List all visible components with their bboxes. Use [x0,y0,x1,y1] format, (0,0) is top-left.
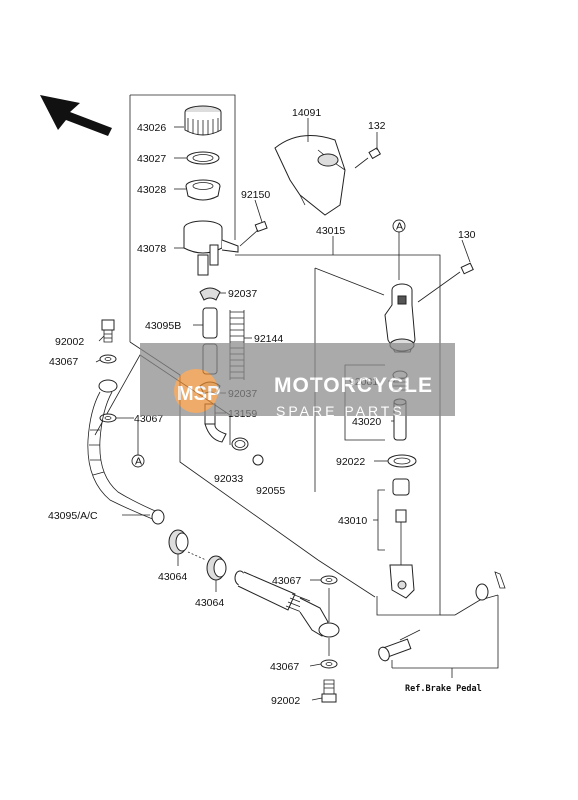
grommet-43064-b [206,555,227,581]
o-ring-92055 [252,454,264,466]
label-92037-upper: 92037 [228,288,257,300]
banjo-bolt-92002-upper [101,319,115,343]
label-43078: 43078 [137,243,166,255]
label-132: 132 [368,120,386,132]
diaphragm-plate [186,151,220,165]
front-arrow-icon [40,95,112,136]
diaphragm [185,179,221,201]
reservoir-cover [274,135,346,216]
reservoir-body [183,220,239,276]
master-cylinder-body [384,283,416,353]
label-130: 130 [458,229,476,241]
label-43067-upper: 43067 [49,356,78,368]
circle-marker-a-left: A [131,420,145,468]
bolt-92150 [239,220,268,247]
watermark-title: MOTORCYCLE [274,374,433,397]
screw-132 [354,147,382,169]
label-43015: 43015 [316,225,345,237]
part-labels: 43026 43027 43028 43078 14091 132 92150 … [48,107,482,707]
washer-43067-d [320,659,338,669]
label-14091: 14091 [292,107,321,119]
banjo-fitting-lower [318,622,340,638]
washer-43067-c [320,575,338,585]
reservoir-cap [184,105,222,136]
label-92022: 92022 [336,456,365,468]
bolt-130 [417,262,474,303]
label-92055: 92055 [256,485,285,497]
hose-dashed-line [187,551,207,561]
clevis-pin [378,638,412,662]
label-92033: 92033 [214,473,243,485]
washer-43067-upper [99,354,117,364]
label-43020: 43020 [352,416,381,428]
circlip-92033 [231,437,249,451]
cotter-pin [494,571,506,589]
label-43027: 43027 [137,153,166,165]
label-43067-d: 43067 [270,661,299,673]
label-43095b: 43095B [145,320,181,332]
label-43064-a: 43064 [158,571,187,583]
clamp-92037-upper [199,287,221,301]
banjo-bolt-92002-lower [321,679,337,703]
svg-text:A: A [135,456,142,468]
grommet-43064-a [168,529,189,555]
svg-text:MSP: MSP [177,383,220,405]
watermark-subtitle: SPARE PARTS [276,403,405,419]
label-92002-lower: 92002 [271,695,300,707]
label-43028: 43028 [137,184,166,196]
label-43026: 43026 [137,122,166,134]
label-ref-brake-pedal: Ref.Brake Pedal [405,684,482,694]
washer-right [475,583,489,601]
label-92144: 92144 [254,333,283,345]
label-43095ac: 43095/A/C [48,510,98,522]
watermark-logo-icon: MSP [174,369,220,413]
circle-marker-a-top: A [392,219,406,280]
push-rod-43010 [377,478,415,599]
svg-text:A: A [396,221,403,233]
label-92002-upper: 92002 [55,336,84,348]
brake-hose [87,391,165,525]
dust-seal-92022 [387,454,417,468]
label-43010: 43010 [338,515,367,527]
watermark: MSP MOTORCYCLE SPARE PARTS [140,343,455,419]
label-43064-b: 43064 [195,597,224,609]
label-92150: 92150 [241,189,270,201]
banjo-fitting-upper [98,379,118,393]
label-43067-c: 43067 [272,575,301,587]
